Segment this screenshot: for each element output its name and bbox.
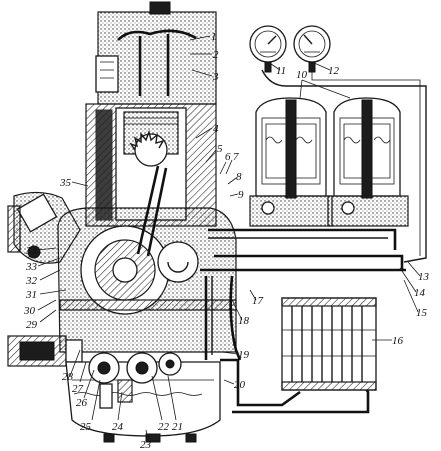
callout-32: 32	[25, 275, 38, 287]
callout-30: 30	[23, 305, 36, 317]
oil-pipes	[200, 69, 427, 414]
callout-26: 26	[76, 397, 88, 409]
callout-labels: 1 2 3 4 5 6 7 8 9 10 11 12 13 14 15 16 1…	[23, 31, 430, 451]
callout-20: 20	[234, 379, 246, 391]
cylinder-head	[95, 1, 217, 105]
callout-13: 13	[418, 271, 430, 283]
callout-6: 6	[225, 151, 231, 163]
callout-28: 28	[62, 371, 74, 383]
starter-housing	[7, 191, 81, 264]
callout-16: 16	[392, 335, 404, 347]
callout-23: 23	[140, 439, 152, 451]
oil-filter-left	[249, 97, 333, 227]
callout-10: 10	[296, 69, 308, 81]
callout-33: 33	[25, 261, 38, 273]
oil-filter-right	[327, 97, 409, 227]
callout-14: 14	[414, 287, 426, 299]
callout-27: 27	[72, 383, 84, 395]
callout-34: 34	[25, 245, 38, 257]
callout-21: 21	[172, 421, 183, 433]
oil-cooler	[281, 297, 377, 391]
callout-25: 25	[80, 421, 92, 433]
callout-11: 11	[276, 65, 286, 77]
callout-24: 24	[112, 421, 124, 433]
callout-leaders	[37, 35, 421, 441]
callout-22: 22	[158, 421, 170, 433]
callout-15: 15	[416, 307, 428, 319]
callout-3: 3	[212, 71, 219, 83]
callout-5: 5	[217, 143, 223, 155]
oil-pump-gears	[88, 352, 182, 409]
oil-temperature-gauge	[293, 25, 331, 73]
callout-35: 35	[59, 177, 72, 189]
callout-12: 12	[328, 65, 340, 77]
callout-8: 8	[236, 171, 242, 183]
callout-4: 4	[213, 123, 219, 135]
oil-pressure-gauge	[249, 25, 287, 73]
callout-1: 1	[211, 31, 217, 43]
callout-18: 18	[238, 315, 250, 327]
crankcase	[57, 165, 237, 353]
callout-29: 29	[26, 319, 38, 331]
callout-31: 31	[25, 289, 37, 301]
relief-valve-housing	[7, 335, 83, 367]
callout-7: 7	[233, 151, 239, 163]
callout-2: 2	[213, 49, 219, 61]
callout-17: 17	[252, 295, 264, 307]
callout-9: 9	[238, 189, 244, 201]
callout-19: 19	[238, 349, 250, 361]
